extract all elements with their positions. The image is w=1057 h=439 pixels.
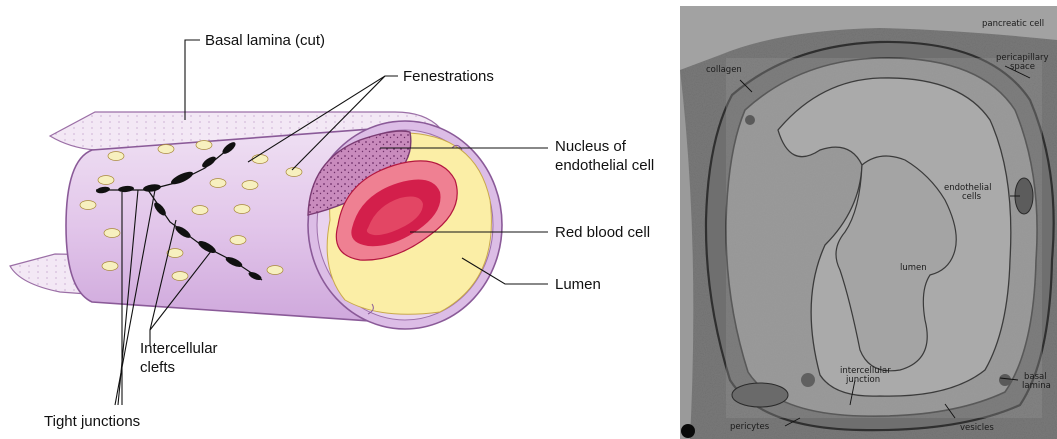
fenestra [210, 179, 226, 188]
vesicle [801, 373, 815, 387]
capillary-diagram: Basal lamina (cut) Fenestrations Nucleus… [10, 32, 654, 430]
mlabel-pericytes: pericytes [730, 422, 770, 432]
mlabel-intercellular-line2: junction [845, 375, 880, 385]
label-nucleus-line1: Nucleus of [555, 138, 627, 155]
mlabel-endothelial-line2: cells [962, 192, 982, 202]
fenestra [158, 145, 174, 154]
fenestra [102, 262, 118, 271]
label-red-blood-cell: Red blood cell [555, 224, 650, 241]
label-fenestrations: Fenestrations [403, 68, 494, 85]
label-nucleus-line2: endothelial cell [555, 157, 654, 174]
fenestra [80, 201, 96, 210]
fenestra [234, 205, 250, 214]
mlabel-basal-line2: lamina [1022, 381, 1051, 391]
label-lumen: Lumen [555, 276, 601, 293]
pericyte [732, 383, 788, 407]
vesicle [999, 374, 1011, 386]
fenestra [252, 155, 268, 164]
fenestra [196, 141, 212, 150]
mlabel-pericapillary-line2: space [1010, 62, 1035, 72]
mlabel-vesicles: vesicles [960, 423, 994, 433]
fenestra [267, 266, 283, 275]
label-intercellular-line2: clefts [140, 359, 175, 376]
fenestra [104, 229, 120, 238]
mlabel-collagen: collagen [706, 65, 742, 75]
vesicle [745, 115, 755, 125]
fenestra [172, 272, 188, 281]
fenestra [192, 206, 208, 215]
electron-micrograph: pancreatic cell pericapillary space coll… [680, 6, 1057, 439]
label-basal-lamina: Basal lamina (cut) [205, 32, 325, 49]
fenestra [286, 168, 302, 177]
scale-dot [681, 424, 695, 438]
fenestra [98, 176, 114, 185]
fenestra [230, 236, 246, 245]
label-intercellular-line1: Intercellular [140, 340, 218, 357]
mlabel-lumen: lumen [900, 263, 927, 273]
label-tight-junctions: Tight junctions [44, 413, 140, 430]
mlabel-pancreatic-cell: pancreatic cell [982, 19, 1044, 29]
fenestra [242, 181, 258, 190]
fenestra [108, 152, 124, 161]
